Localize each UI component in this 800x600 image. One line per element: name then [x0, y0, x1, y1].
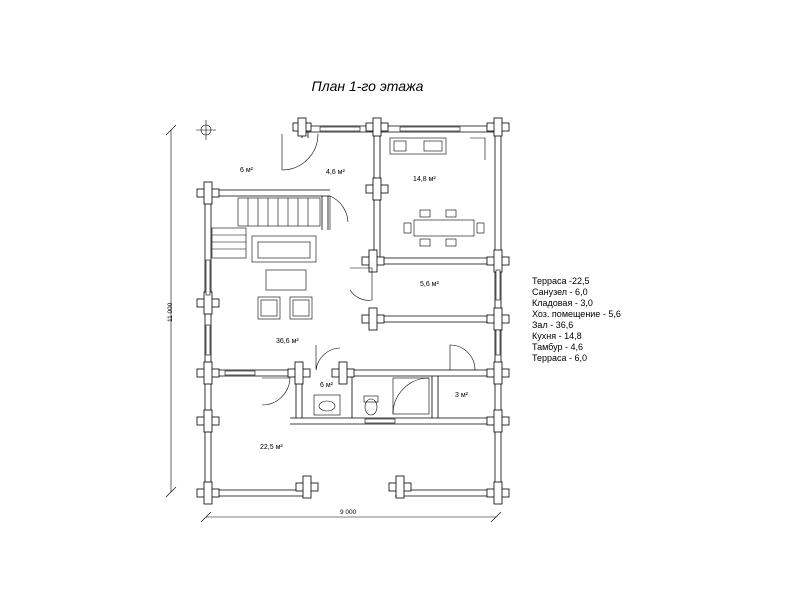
dimension-height: 11 000 [167, 302, 174, 322]
legend-item: Санузел - 6,0 [532, 287, 588, 297]
legend-item: Зал - 36,6 [532, 320, 574, 330]
room-label-kitchen: 14,8 м² [413, 176, 436, 183]
legend-item: Кухня - 14,8 [532, 331, 582, 341]
legend-item: Хоз. помещение - 5,6 [532, 309, 621, 319]
room-label-utility: 5,6 м² [420, 281, 439, 288]
area-legend: Терраса -22,5 Санузел - 6,0 Кладовая - 3… [532, 276, 621, 364]
room-label-terrace-top: 6 м² [240, 167, 254, 174]
legend-item: Терраса -22,5 [532, 276, 590, 286]
room-label-vestibule: 4,6 м² [326, 169, 345, 176]
room-label-hall: 36,6 м² [276, 338, 299, 345]
legend-item: Терраса - 6,0 [532, 353, 588, 363]
room-label-storage: 3 м² [455, 392, 469, 399]
room-label-bathroom: 6 м² [320, 382, 334, 389]
room-label-terrace-bottom: 22,5 м² [260, 444, 283, 451]
legend-item: Кладовая - 3,0 [532, 298, 593, 308]
legend-item: Тамбур - 4,6 [532, 342, 584, 352]
dimension-width: 9 000 [340, 509, 357, 516]
plan-title: План 1-го этажа [311, 78, 424, 94]
